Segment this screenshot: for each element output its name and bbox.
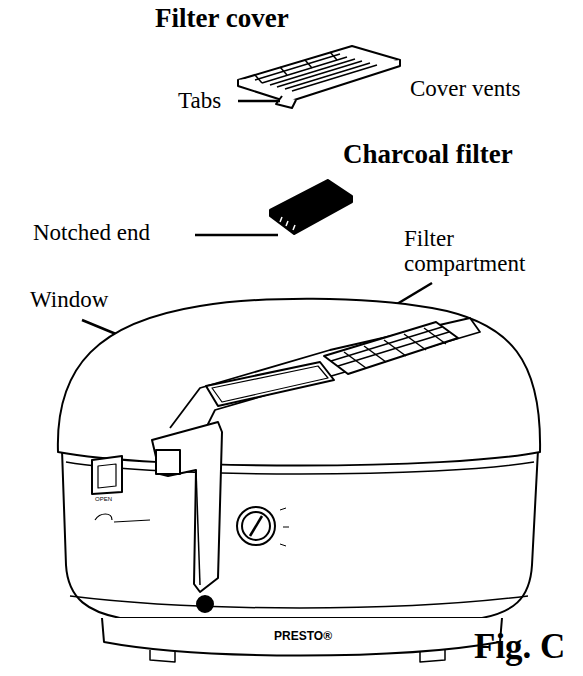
part-heading: Charcoal filter xyxy=(343,140,513,170)
brand-logo: PRESTO® xyxy=(274,630,332,643)
part-label: Filter compartment xyxy=(404,226,574,277)
part-heading: Filter cover xyxy=(155,4,289,34)
fryer-body xyxy=(58,299,540,662)
part-label: Notched end xyxy=(33,220,150,245)
charcoal-filter-drawing xyxy=(270,180,352,234)
latch-marking: OPEN xyxy=(95,496,112,503)
filter-cover-drawing xyxy=(238,46,400,108)
part-label: Tabs xyxy=(178,88,221,113)
part-label: Window xyxy=(30,287,108,312)
part-label: Cover vents xyxy=(410,76,521,101)
figure-caption: Fig. C xyxy=(474,628,565,667)
